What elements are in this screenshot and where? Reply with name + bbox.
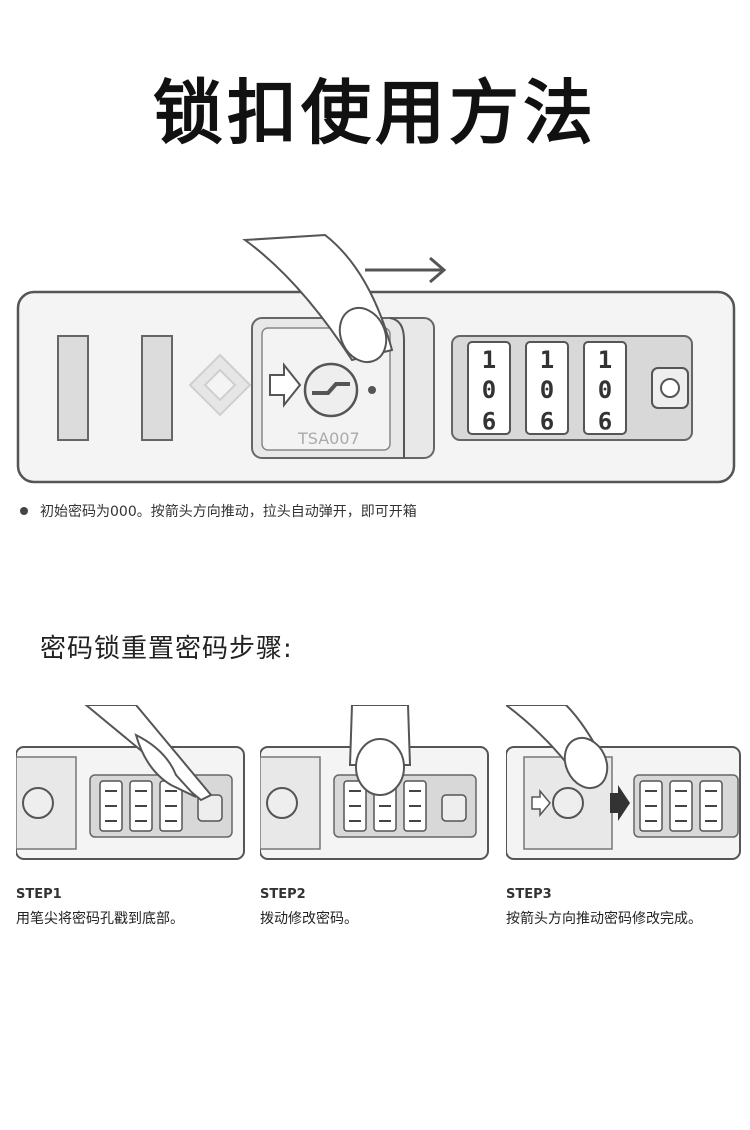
dial-digit: 1 bbox=[482, 346, 496, 374]
slide-arrow-icon bbox=[269, 362, 302, 408]
step2-illustration bbox=[260, 705, 489, 860]
dial-digit: 9 bbox=[540, 406, 554, 434]
pen-icon bbox=[84, 705, 213, 802]
reset-button-icon bbox=[441, 794, 467, 822]
step3-label: STEP3 bbox=[506, 887, 552, 902]
step2-description: 拨动修改密码。 bbox=[260, 911, 358, 927]
combination-dial[interactable] bbox=[525, 341, 569, 435]
step1-description: 用笔尖将密码孔戳到底部。 bbox=[16, 911, 184, 927]
tsa-key-icon bbox=[266, 787, 298, 819]
dial-digit: 9 bbox=[482, 406, 496, 434]
step1-illustration bbox=[16, 705, 245, 860]
push-arrow-icon bbox=[610, 785, 630, 821]
dial-digit: 1 bbox=[598, 346, 612, 374]
step3-illustration bbox=[506, 705, 741, 860]
push-direction-arrow-icon bbox=[365, 256, 447, 284]
bullet-icon bbox=[20, 507, 28, 515]
combination-dial[interactable] bbox=[583, 341, 627, 435]
hint-line: 初始密码为000。按箭头方向推动，拉头自动弹开，即可开箱 bbox=[20, 500, 417, 522]
finger-icon bbox=[506, 705, 609, 790]
step3-description: 按箭头方向推动密码修改完成。 bbox=[506, 911, 702, 927]
latch-slot bbox=[141, 335, 173, 441]
reset-steps-heading: 密码锁重置密码步骤: bbox=[40, 634, 293, 664]
tsa-key-icon bbox=[22, 787, 54, 819]
combination-dial[interactable] bbox=[467, 341, 511, 435]
dial-digit: 1 bbox=[540, 346, 554, 374]
finger-icon bbox=[348, 705, 412, 796]
page-title: 锁扣使用方法 bbox=[153, 72, 597, 154]
dial-digit: 0 bbox=[540, 376, 554, 404]
slide-arrow-icon bbox=[531, 788, 551, 818]
dial-digit: 0 bbox=[482, 376, 496, 404]
step2-label: STEP2 bbox=[260, 887, 306, 902]
tsa-label: TSA007 bbox=[297, 429, 360, 448]
dial-digit: 0 bbox=[598, 376, 612, 404]
dial-digit: 9 bbox=[598, 406, 612, 434]
tsa-diamond-icon bbox=[188, 353, 252, 417]
hint-text: 初始密码为000。按箭头方向推动，拉头自动弹开，即可开箱 bbox=[40, 504, 417, 520]
step1-label: STEP1 bbox=[16, 887, 62, 902]
finger-icon bbox=[242, 233, 394, 364]
combination-panel bbox=[451, 335, 693, 441]
latch-slot bbox=[57, 335, 89, 441]
tsa-key-icon bbox=[552, 787, 584, 819]
